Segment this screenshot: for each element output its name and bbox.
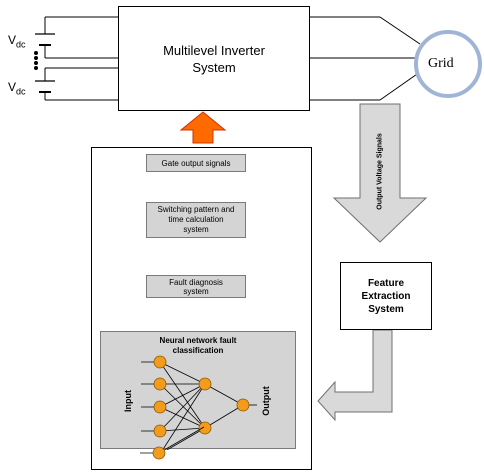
- output-signal-arrow-icon: [332, 103, 428, 243]
- fault-line1: Fault diagnosis: [169, 277, 223, 287]
- neural-network-title: Neural network fault classification: [101, 336, 295, 356]
- vdc-top-label: Vdc: [8, 33, 26, 50]
- nn-input-label: Input: [123, 390, 133, 412]
- grid-label: Grid: [428, 56, 454, 71]
- nn-title-line1: Neural network fault: [159, 336, 237, 345]
- switching-line2: time calculation: [168, 215, 224, 224]
- nn-output-label: Output: [260, 386, 271, 416]
- neural-network-graph: [141, 355, 257, 450]
- series-dots: [34, 51, 38, 70]
- nn-nodes: [153, 355, 250, 438]
- nn-title-line2: classification: [172, 346, 224, 355]
- output-voltage-signals-label: Output Voltage Signals: [376, 133, 384, 210]
- switching-line1: Switching pattern and: [157, 205, 235, 214]
- gate-output-label: Gate output signals: [161, 158, 231, 168]
- grid-circle: [414, 30, 482, 98]
- feedback-arrow-icon: [179, 111, 227, 144]
- grid-connection-lines: [310, 16, 421, 101]
- inverter-label-line2: System: [192, 59, 236, 75]
- feature-line2: Extraction: [361, 290, 411, 302]
- fault-diagnosis-box: Fault diagnosis system: [146, 275, 246, 298]
- dc-source-symbols: [35, 33, 55, 93]
- vdc-bottom-label: Vdc: [8, 80, 26, 97]
- feature-extraction-box: Feature Extraction System: [340, 262, 432, 330]
- neural-network-panel: Neural network fault classification: [100, 331, 296, 450]
- switching-pattern-box: Switching pattern and time calculation s…: [146, 202, 246, 238]
- dc-bus-lines: [44, 16, 118, 101]
- inverter-box: Multilevel Inverter System: [118, 6, 310, 111]
- gate-output-box: Gate output signals: [146, 154, 246, 172]
- feature-line1: Feature: [367, 277, 405, 289]
- fault-line2: system: [183, 286, 209, 296]
- feature-line3: System: [368, 303, 404, 315]
- switching-line3: system: [183, 225, 209, 234]
- inverter-label-line1: Multilevel Inverter: [163, 42, 265, 58]
- feedback-return-arrow-icon: [317, 329, 393, 422]
